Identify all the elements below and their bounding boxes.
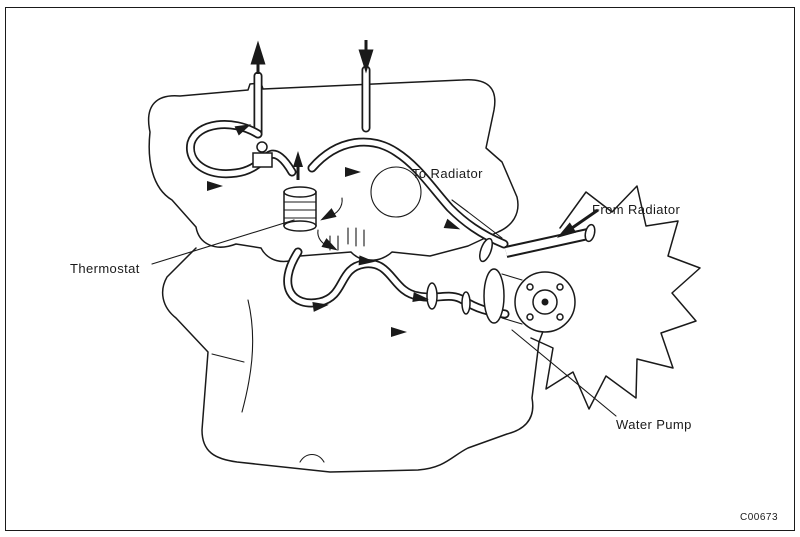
label-to-radiator: To Radiator xyxy=(412,166,483,181)
figure-number: C00673 xyxy=(740,512,779,523)
water-pump-leader-line xyxy=(511,329,617,417)
from-radiator-leader-line xyxy=(571,208,599,230)
coolant-hoses xyxy=(186,65,596,319)
pump-hub xyxy=(541,298,549,306)
fan-silhouette xyxy=(530,185,701,410)
water-pump-drawing xyxy=(483,268,576,333)
pipe-open-end xyxy=(584,223,596,243)
flow-arrows xyxy=(207,40,461,337)
from-radiator-arrow xyxy=(556,222,577,238)
engine-block-outline xyxy=(161,247,546,473)
label-thermostat: Thermostat xyxy=(70,261,140,276)
thermostat-leader-line xyxy=(151,219,295,265)
flow-arrow-up xyxy=(250,40,266,65)
label-from-radiator: From Radiator xyxy=(592,202,681,217)
thermostat-drawing xyxy=(252,141,317,232)
leader-lines xyxy=(151,208,617,417)
flow-arrow-down xyxy=(358,49,374,74)
label-water-pump: Water Pump xyxy=(616,417,692,432)
